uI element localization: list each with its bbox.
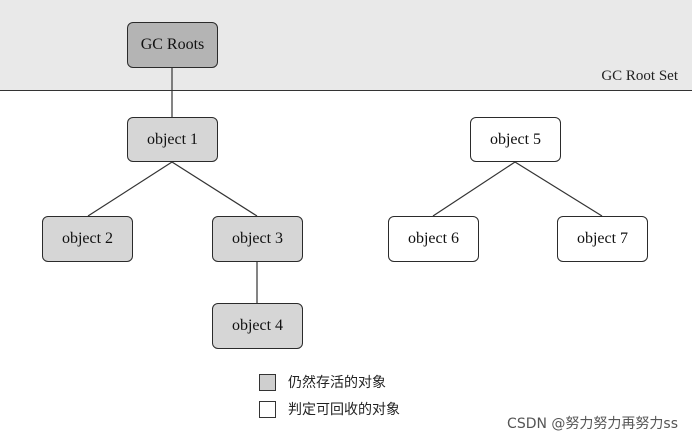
- legend-dead-swatch: [259, 400, 276, 418]
- edge-object5-object6: [432, 161, 516, 217]
- gc-root-set-region: GC Root Set: [0, 0, 692, 91]
- gc-root-set-label: GC Root Set: [601, 68, 678, 84]
- object-5-node: object 5: [470, 117, 561, 162]
- legend-dead-label: 判定可回收的对象: [288, 402, 400, 418]
- legend-alive-swatch: [259, 373, 276, 391]
- object-7-node: object 7: [557, 216, 648, 262]
- object-1-node: object 1: [127, 117, 218, 162]
- legend-alive: 仍然存活的对象: [259, 372, 386, 392]
- watermark: CSDN @努力努力再努力ss: [507, 416, 678, 432]
- object-4-node: object 4: [212, 303, 303, 349]
- object-2-node: object 2: [42, 216, 133, 262]
- gc-roots-node: GC Roots: [127, 22, 218, 68]
- edge-object5-object7: [514, 161, 603, 217]
- edge-object1-object2: [87, 161, 173, 217]
- legend-alive-label: 仍然存活的对象: [288, 375, 386, 391]
- object-6-node: object 6: [388, 216, 479, 262]
- object-3-node: object 3: [212, 216, 303, 262]
- legend-dead: 判定可回收的对象: [259, 399, 400, 419]
- edge-object1-object3: [171, 161, 258, 217]
